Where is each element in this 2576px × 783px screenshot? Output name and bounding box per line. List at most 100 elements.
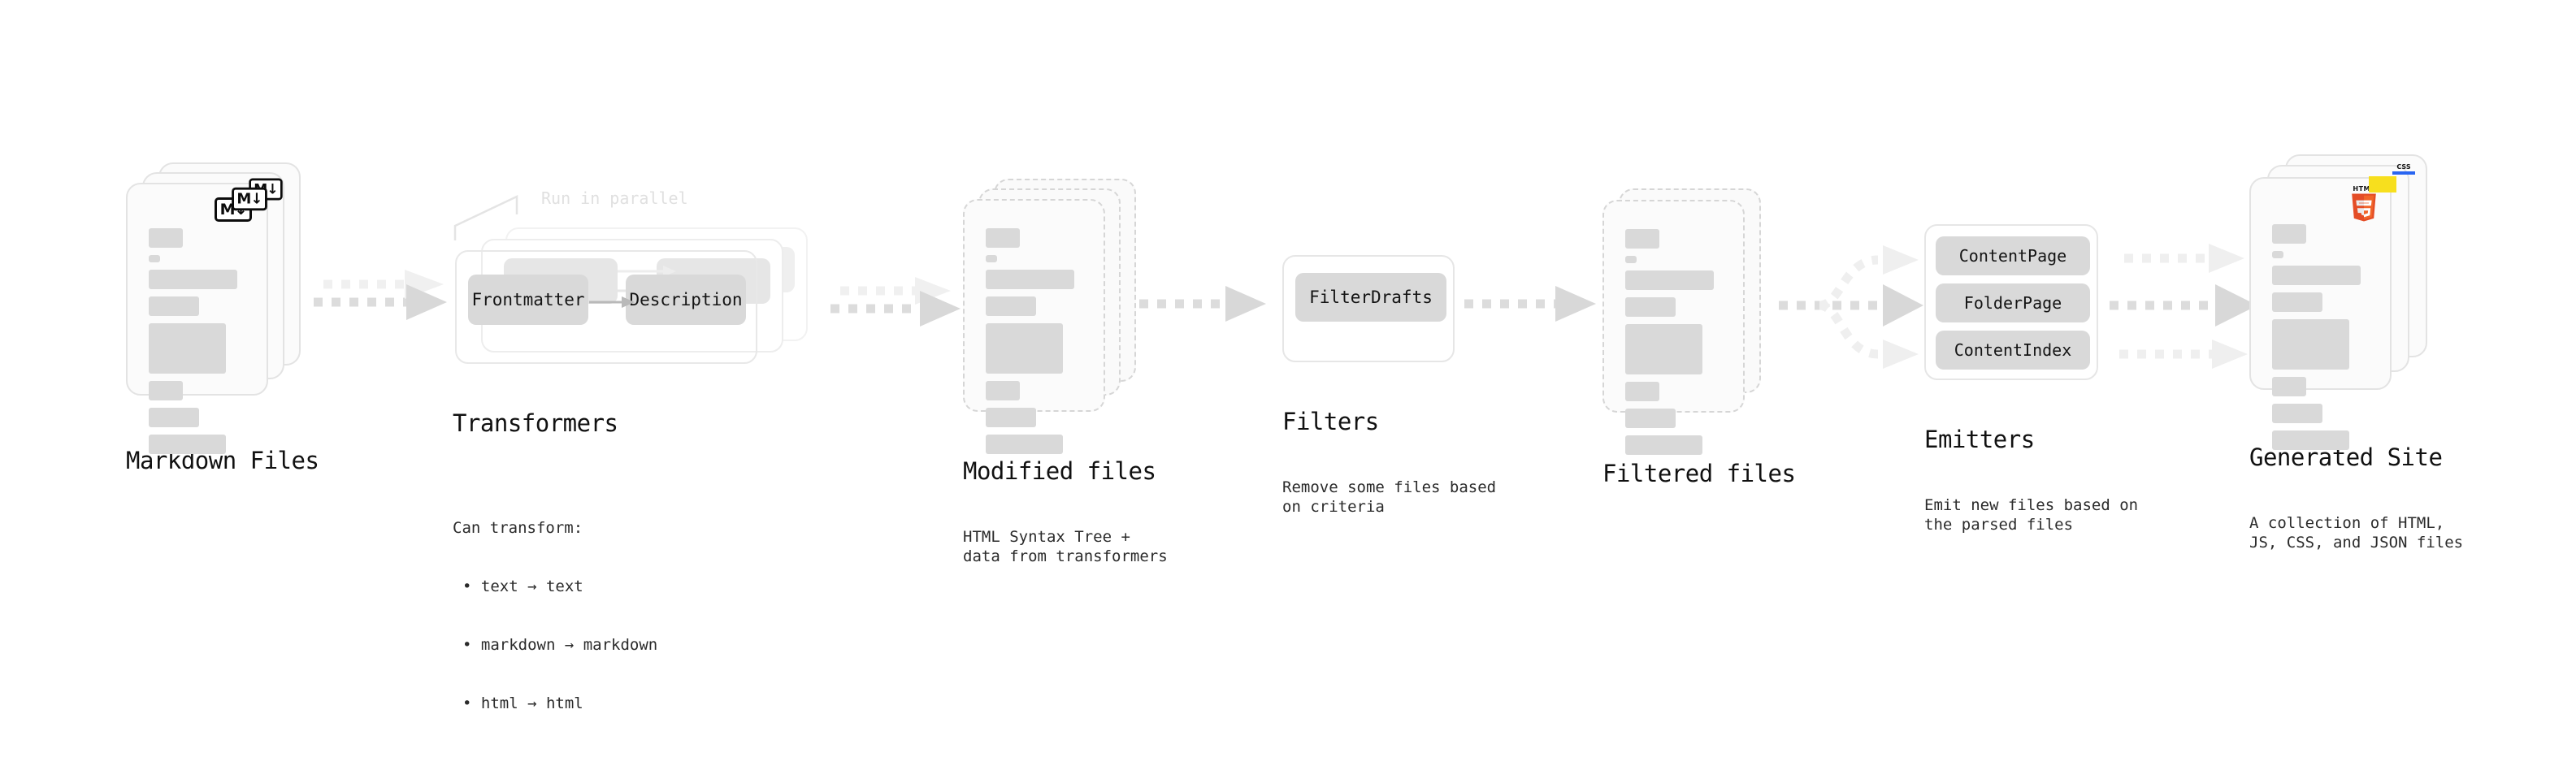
- arrow-markdown-to-transformers: [307, 268, 453, 357]
- pill-label: Description: [629, 290, 743, 309]
- parallel-label: Run in parallel: [541, 188, 688, 208]
- markdown-file-stack[interactable]: M↓ M↓ M↓: [126, 162, 301, 454]
- stage-title: Transformers: [453, 409, 618, 437]
- placeholder-bar: [149, 435, 227, 454]
- arrow-triple-svg: [2110, 244, 2257, 369]
- css-badge-icon: CSS: [2392, 164, 2416, 180]
- stage-title: Filters: [1282, 408, 1379, 435]
- md-badge-icon: M↓: [232, 187, 267, 211]
- bullet-item: • text → text: [462, 578, 583, 595]
- placeholder-bar: [2272, 319, 2350, 370]
- placeholder-bar: [1625, 256, 1637, 263]
- html5-badge-caption: HTML: [2353, 185, 2375, 193]
- placeholder-bar: [986, 228, 1020, 248]
- transformer-box-front[interactable]: Frontmatter Description: [455, 250, 757, 364]
- arrow-filters-to-filtered: [1463, 283, 1609, 348]
- stage-sub: HTML Syntax Tree + data from transformer…: [963, 528, 1168, 565]
- arrow-modified-to-filters: [1138, 283, 1280, 348]
- modified-file-stack[interactable]: [963, 179, 1138, 454]
- stage-generated-site: CSS HTML: [2249, 154, 2463, 552]
- placeholder-bar: [1625, 382, 1659, 401]
- card-placeholder-lines: [1625, 229, 1722, 455]
- emitter-pill-folderpage[interactable]: FolderPage: [1936, 283, 2090, 322]
- placeholder-bar: [986, 255, 998, 262]
- caption-emitters: Emitters Emit new files based on the par…: [1924, 395, 2138, 565]
- filter-pill-filterdrafts[interactable]: FilterDrafts: [1295, 273, 1446, 322]
- css-badge-underline: [2392, 171, 2415, 175]
- emitter-pill-contentpage[interactable]: ContentPage: [1936, 236, 2090, 275]
- placeholder-bar: [2272, 292, 2322, 312]
- diagram-canvas: M↓ M↓ M↓: [126, 154, 2463, 712]
- pill-label: ContentIndex: [1954, 340, 2072, 360]
- arrow-svg: [1139, 286, 1266, 322]
- caption-filters: Filters Remove some files based on crite…: [1282, 377, 1496, 547]
- placeholder-bar: [149, 408, 199, 427]
- card-front-html[interactable]: HTML: [2249, 177, 2392, 450]
- placeholder-bar: [1625, 409, 1676, 428]
- pill-label: Frontmatter: [471, 290, 585, 309]
- placeholder-bar: [986, 270, 1075, 289]
- card-placeholder-lines: [149, 228, 245, 454]
- placeholder-bar: [149, 228, 183, 248]
- placeholder-bar: [1625, 270, 1715, 290]
- stage-sub: Emit new files based on the parsed files: [1924, 496, 2139, 534]
- bullet-item: • html → html: [462, 694, 583, 712]
- css3-badge: CSS: [2392, 164, 2416, 180]
- card-front-filtered[interactable]: [1602, 200, 1745, 455]
- card-front-modified[interactable]: [963, 199, 1105, 454]
- arrow-svg: [1464, 286, 1596, 322]
- placeholder-bar: [149, 255, 161, 262]
- arrow-transformers-to-modified: [829, 276, 975, 357]
- placeholder-bar: [149, 381, 183, 400]
- transformer-pill-frontmatter[interactable]: Frontmatter: [468, 275, 588, 325]
- stage-title: Modified files: [963, 457, 1156, 485]
- arrow-emitters-to-site: [2103, 224, 2266, 387]
- placeholder-bar: [2272, 377, 2306, 396]
- arrow-filtered-to-emitters: [1776, 224, 1930, 387]
- transformer-connector-arrow: [589, 296, 635, 308]
- placeholder-bar: [986, 296, 1036, 316]
- parallel-bracket: [453, 195, 518, 240]
- generated-site-stack[interactable]: CSS HTML: [2249, 154, 2436, 450]
- placeholder-bar: [2272, 224, 2306, 244]
- markdown-badge-back1: M↓: [231, 187, 268, 211]
- css-badge-text: CSS: [2396, 163, 2411, 171]
- html5-shield: [2352, 193, 2376, 222]
- html5-badge: HTML: [2348, 185, 2380, 223]
- caption-filtered-files: Filtered files: [1602, 429, 1796, 518]
- placeholder-bar: [1625, 297, 1676, 317]
- placeholder-bar: [1625, 229, 1659, 249]
- arrow-svg: [314, 270, 447, 320]
- placeholder-bar: [149, 296, 199, 316]
- card-front-markdown[interactable]: M↓: [126, 183, 268, 454]
- pill-label: ContentPage: [1958, 246, 2067, 266]
- placeholder-bar: [1625, 435, 1703, 455]
- placeholder-bar: [1625, 324, 1703, 374]
- stage-sub: Remove some files based on criteria: [1282, 478, 1497, 516]
- stage-title: Filtered files: [1602, 460, 1796, 487]
- caption-modified-files: Modified files HTML Syntax Tree + data f…: [963, 426, 1168, 597]
- placeholder-bar: [2272, 266, 2361, 285]
- emitters-box[interactable]: ContentPage FolderPage ContentIndex: [1924, 224, 2098, 380]
- md-badge-text: M↓: [236, 190, 262, 207]
- placeholder-bar: [986, 435, 1064, 454]
- placeholder-bar: [2272, 430, 2350, 450]
- arrow-fanout-svg: [1779, 245, 1923, 369]
- bullet-item: • markdown → markdown: [462, 636, 658, 654]
- placeholder-bar: [986, 408, 1036, 427]
- card-placeholder-lines: [2272, 224, 2369, 450]
- html5-badge-icon: HTML: [2348, 185, 2380, 223]
- filtered-file-stack[interactable]: [1602, 188, 1777, 455]
- placeholder-bar: [149, 270, 238, 289]
- caption-transformers: Transformers Can transform: • text → tex…: [453, 379, 657, 783]
- js-badge: [2369, 176, 2396, 193]
- card-placeholder-lines: [986, 228, 1082, 454]
- js-badge-icon: [2369, 176, 2396, 193]
- placeholder-bar: [986, 323, 1064, 374]
- emitter-pill-contentindex[interactable]: ContentIndex: [1936, 331, 2090, 370]
- filters-box[interactable]: FilterDrafts: [1282, 255, 1455, 362]
- transformer-pill-description[interactable]: Description: [626, 275, 746, 325]
- stage-filtered-files: Filtered files: [1602, 188, 1796, 487]
- sub-line: Can transform:: [453, 519, 583, 537]
- stage-sub: Can transform: • text → text • markdown …: [453, 479, 657, 752]
